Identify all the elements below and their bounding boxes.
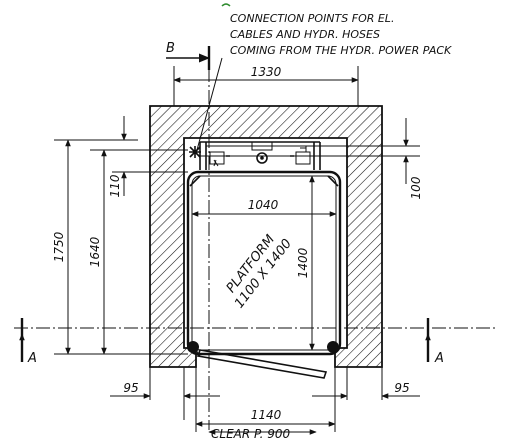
- platform: [186, 170, 342, 356]
- dim-1640-label: 1640: [88, 236, 102, 267]
- note-leader-line: [196, 57, 223, 151]
- dim-platform-depth-label: 1400: [296, 247, 310, 278]
- dim-1640: [90, 149, 188, 355]
- note-line-2: CABLES AND HYDR. HOSES: [230, 28, 380, 41]
- note-line-3: COMING FROM THE HYDR. POWER PACK: [230, 44, 452, 57]
- section-a-left-label: A: [27, 351, 37, 366]
- dim-100-label: 100: [409, 176, 423, 199]
- dim-100: [206, 118, 420, 184]
- section-a-right-label: A: [434, 351, 444, 366]
- dim-platform-inner-width-label: 1040: [248, 198, 279, 212]
- dim-wall-right: [312, 367, 420, 400]
- note-line-1: CONNECTION POINTS FOR EL.: [230, 12, 394, 25]
- platform-corner-tr: [327, 175, 339, 187]
- dim-shaft-width: [173, 66, 359, 106]
- top-accent-mark: [221, 3, 231, 7]
- dim-opening-width: [195, 367, 336, 432]
- section-b-marker: [166, 46, 211, 70]
- dim-wall-left: [110, 367, 220, 420]
- dim-wall-left-label: 95: [123, 381, 138, 395]
- dim-wall-right-label: 95: [394, 381, 409, 395]
- dim-110-label: 110: [108, 174, 122, 197]
- connection-point-mark: [189, 146, 201, 158]
- dim-110: [112, 116, 188, 196]
- dim-opening-width-label: 1140: [251, 408, 282, 422]
- dim-shaft-width-label: 1330: [251, 65, 282, 79]
- platform-outline: [186, 170, 342, 356]
- platform-inner-outline: [191, 175, 337, 351]
- dim-shaft-depth-label: 1750: [52, 231, 66, 262]
- platform-corner-br: [327, 341, 339, 353]
- door: [195, 349, 328, 379]
- section-b-label: B: [166, 41, 175, 56]
- clear-passage-label: CLEAR P. 900: [211, 427, 290, 439]
- platform-corner-tl: [189, 175, 201, 187]
